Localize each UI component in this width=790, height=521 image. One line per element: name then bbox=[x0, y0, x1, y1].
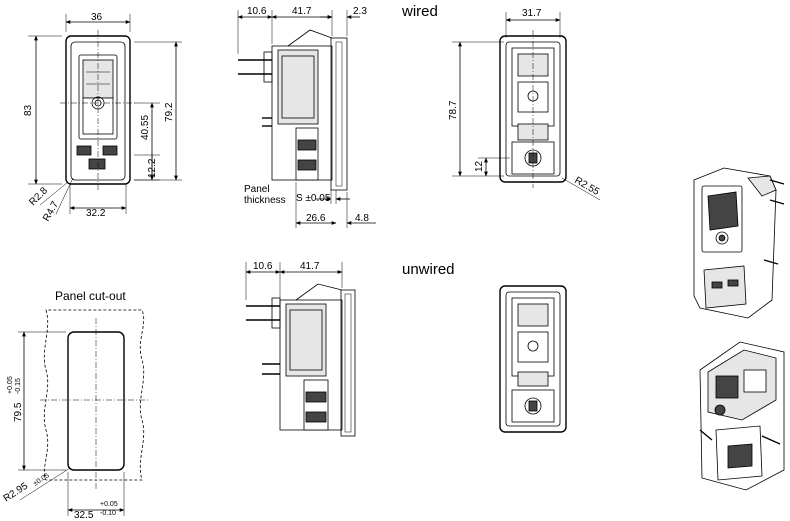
dim-radius-inner: R4.7 bbox=[41, 199, 61, 223]
dim-rear-width: 31.7 bbox=[522, 8, 542, 19]
cutout-radius: R2.95 bbox=[2, 481, 31, 505]
dim-width: 36 bbox=[91, 12, 103, 23]
dim-radius-outer: R2.8 bbox=[27, 185, 50, 208]
side-view-unwired: 10.6 41.7 bbox=[245, 261, 356, 437]
cutout-width-tol-minus: -0.10 bbox=[100, 510, 116, 517]
dim-26-6: 26.6 bbox=[306, 213, 326, 224]
cutout-height-tol-minus: -0.15 bbox=[15, 378, 22, 394]
dim-total-height: 79.2 bbox=[164, 102, 175, 122]
cutout-width: 32.5 bbox=[74, 510, 94, 521]
dim-2-3: 2.3 bbox=[353, 6, 367, 17]
panel-thickness-label-1: Panel bbox=[244, 184, 270, 195]
dim-bottom-width: 32.2 bbox=[86, 208, 106, 219]
product-illustration-front bbox=[693, 167, 785, 319]
wired-title: wired bbox=[401, 3, 438, 20]
panel-cutout: Panel cut-out 79.5 +0.05 -0.15 32.5 +0.0… bbox=[2, 289, 150, 521]
cutout-height: 79.5 bbox=[13, 402, 24, 422]
dim-bottom-offset: 12.2 bbox=[147, 158, 158, 178]
panel-thickness-label-2: thickness bbox=[244, 195, 286, 206]
dim-rear-radius: R2.55 bbox=[573, 175, 602, 198]
side-view-wired: 10.6 41.7 2.3 Panel thickness S ±0.05 26… bbox=[237, 6, 376, 228]
dim-height: 83 bbox=[23, 104, 34, 116]
panel-cutout-title: Panel cut-out bbox=[55, 289, 126, 303]
rear-view-unwired bbox=[499, 285, 567, 433]
dim-unwired-10-6: 10.6 bbox=[253, 261, 273, 272]
unwired-title: unwired bbox=[402, 261, 455, 278]
dim-41-7: 41.7 bbox=[292, 6, 312, 17]
product-illustration-rear bbox=[699, 341, 785, 491]
cutout-height-tol-plus: +0.05 bbox=[7, 376, 14, 394]
dim-4-8: 4.8 bbox=[355, 213, 369, 224]
front-view: 36 83 40.55 79.2 12.2 32.2 R2.8 R4.7 bbox=[23, 12, 182, 224]
dim-10-6: 10.6 bbox=[247, 6, 267, 17]
dim-rear-height: 78.7 bbox=[448, 100, 459, 120]
cutout-radius-tol: ±0.05 bbox=[32, 472, 51, 487]
rear-view-wired: 31.7 78.7 12 R2.55 bbox=[448, 8, 602, 201]
dim-rear-bottom: 12 bbox=[474, 160, 485, 172]
dim-unwired-41-7: 41.7 bbox=[300, 261, 320, 272]
dim-switch-center: 40.55 bbox=[140, 115, 151, 140]
panel-s-tolerance: S ±0.05 bbox=[296, 193, 331, 204]
cutout-width-tol-plus: +0.05 bbox=[100, 501, 118, 508]
